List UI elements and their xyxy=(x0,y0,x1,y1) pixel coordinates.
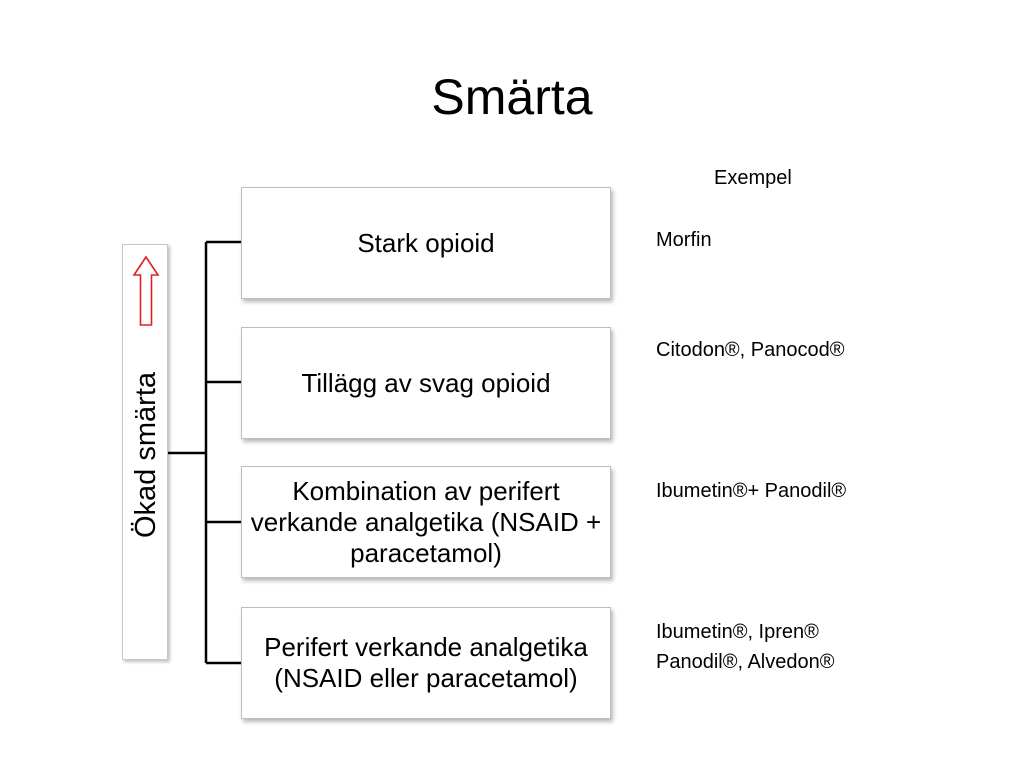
example-strong-opioid: Morfin xyxy=(656,229,712,251)
example-combination: Ibumetin®+ Panodil® xyxy=(656,480,847,502)
step-weak-opioid: Tillägg av svag opioid xyxy=(241,327,611,439)
up-arrow-icon xyxy=(132,255,160,326)
example-peripheral: Ibumetin®, Ipren® Panodil®, Alvedon® xyxy=(656,621,835,673)
step-label: Kombination av perifert verkande analget… xyxy=(250,475,602,568)
page-title: Smärta xyxy=(431,69,593,125)
example-weak-opioid: Citodon®, Panocod® xyxy=(656,339,845,361)
increasing-pain-label: Ökad smärta xyxy=(130,372,162,538)
step-peripheral-analgesics: Perifert verkande analgetika (NSAID elle… xyxy=(241,607,611,719)
step-label: Tillägg av svag opioid xyxy=(301,367,551,398)
increasing-pain-box xyxy=(122,244,168,660)
examples-header: Exempel xyxy=(714,167,792,189)
step-label: Perifert verkande analgetika (NSAID elle… xyxy=(264,632,588,693)
step-combination-analgesics: Kombination av perifert verkande analget… xyxy=(241,466,611,578)
step-label: Stark opioid xyxy=(357,227,495,258)
step-strong-opioid: Stark opioid xyxy=(241,187,611,299)
